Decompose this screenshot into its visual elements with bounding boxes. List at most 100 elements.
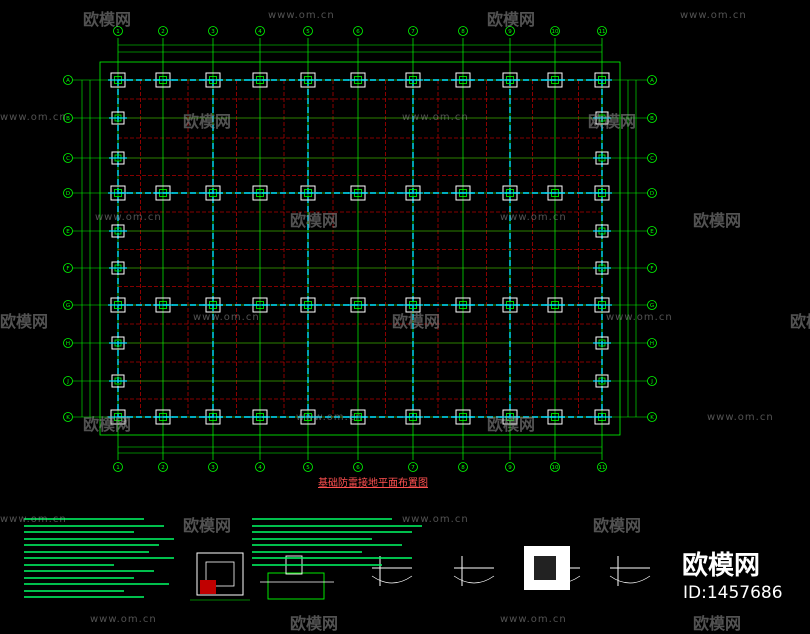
axis-label: H (650, 341, 654, 347)
axis-label: E (650, 229, 654, 235)
note-line (252, 537, 372, 540)
axis-label: J (650, 379, 653, 385)
axis-bubble (208, 462, 218, 472)
note-line (252, 518, 392, 520)
axis-label: 3 (211, 465, 215, 471)
axis-grid (72, 38, 650, 460)
axis-label: 10 (552, 29, 559, 35)
note-line (24, 596, 144, 598)
axis-bubble (63, 300, 73, 310)
axis-bubble (597, 26, 607, 36)
note-line (252, 563, 382, 566)
axis-label: 9 (508, 29, 512, 35)
axis-label: A (650, 78, 654, 84)
axis-label: A (66, 78, 70, 84)
axis-label: 5 (306, 465, 310, 471)
note-line (24, 576, 134, 579)
axis-bubble (597, 462, 607, 472)
axis-bubble (647, 300, 657, 310)
axis-label: 8 (461, 29, 465, 35)
note-line (24, 570, 154, 572)
axis-bubble (505, 26, 515, 36)
axis-label: J (66, 379, 69, 385)
axis-label: 2 (161, 465, 165, 471)
axis-label: G (650, 303, 654, 309)
note-line (252, 557, 412, 559)
axis-label: 6 (356, 465, 360, 471)
axis-label: 4 (258, 29, 262, 35)
axis-label: 4 (258, 465, 262, 471)
axis-label: 11 (599, 29, 606, 35)
axis-bubble (353, 462, 363, 472)
axis-bubble (158, 462, 168, 472)
detail-node (453, 556, 495, 586)
axis-bubble (458, 462, 468, 472)
axis-bubble (158, 26, 168, 36)
note-line (252, 524, 422, 527)
detail-outline (267, 572, 325, 600)
note-line (24, 563, 114, 566)
axis-bubble (255, 462, 265, 472)
axis-bubble (647, 263, 657, 273)
axis-bubble (63, 376, 73, 386)
note-line (252, 544, 402, 546)
axis-label: B (650, 116, 654, 122)
detail-curve (371, 575, 413, 584)
axis-label: 2 (161, 29, 165, 35)
axis-label: 3 (211, 29, 215, 35)
outline-frame (99, 61, 621, 436)
axis-bubble (550, 26, 560, 36)
axis-label: H (66, 341, 70, 347)
axis-bubble (63, 113, 73, 123)
axis-bubble (208, 26, 218, 36)
note-line (24, 524, 164, 527)
detail-curve (609, 575, 651, 584)
axis-bubble (63, 75, 73, 85)
note-line (252, 531, 412, 533)
axis-label: D (66, 191, 70, 197)
plan-title: 基础防雷接地平面布置图 (318, 478, 428, 489)
axis-label: K (66, 415, 70, 421)
axis-label: 7 (411, 29, 415, 35)
axis-bubble (63, 188, 73, 198)
detail-pit (190, 552, 250, 601)
axis-bubble (647, 153, 657, 163)
axis-bubble (647, 412, 657, 422)
axis-bubble (647, 75, 657, 85)
axis-bubble (550, 462, 560, 472)
axis-label: F (650, 266, 653, 272)
axis-bubble (647, 226, 657, 236)
detail-node (371, 556, 413, 586)
detail-inner (205, 561, 235, 587)
axis-bubble (63, 338, 73, 348)
foundation-pads (108, 72, 612, 425)
axis-bubble (255, 26, 265, 36)
watermark-logo-text: 欧模网 (682, 551, 761, 581)
axis-bubble (113, 26, 123, 36)
axis-label: 7 (411, 465, 415, 471)
axis-label: E (66, 229, 70, 235)
axis-label: B (66, 116, 70, 122)
detail-node (609, 556, 651, 586)
beam-grid (118, 79, 602, 418)
axis-bubble (63, 153, 73, 163)
axis-bubble (408, 26, 418, 36)
axis-bubble (63, 226, 73, 236)
detail-outline (196, 552, 244, 596)
axis-label: 11 (599, 465, 606, 471)
detail-photo-inner (534, 556, 556, 580)
note-line (24, 544, 159, 546)
axis-label: C (66, 156, 70, 162)
note-line (24, 537, 174, 540)
axis-bubble (647, 376, 657, 386)
watermark-id: ID:1457686 (683, 583, 783, 603)
detail-fill (200, 580, 216, 594)
axis-label: 5 (306, 29, 310, 35)
axis-bubble (63, 263, 73, 273)
axis-label: C (650, 156, 654, 162)
axis-label: 6 (356, 29, 360, 35)
axis-bubble (303, 462, 313, 472)
note-line (24, 557, 174, 559)
detail-drawings (190, 546, 651, 601)
